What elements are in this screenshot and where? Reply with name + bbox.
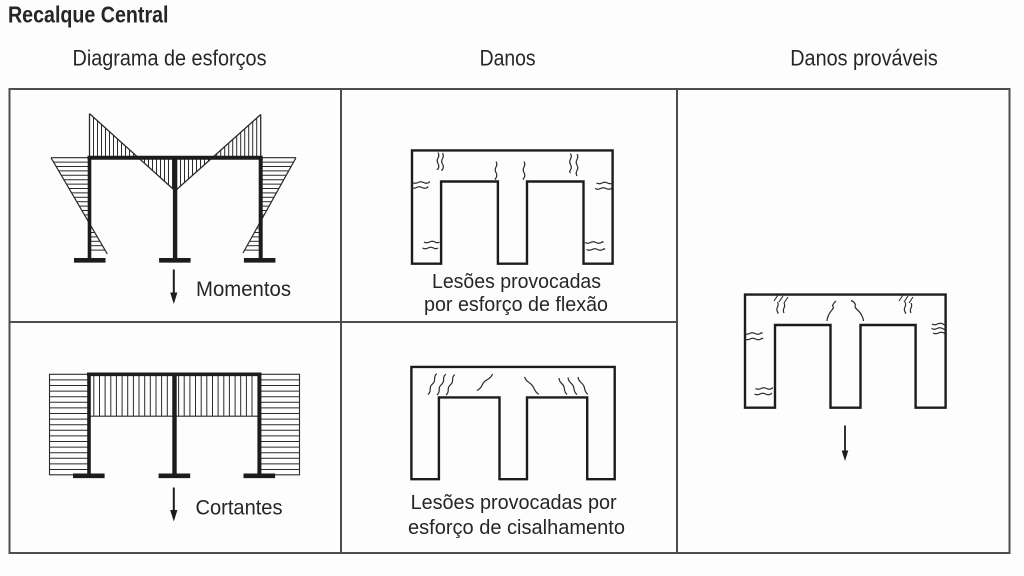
svg-text:por esforço de flexão: por esforço de flexão [424, 294, 608, 316]
svg-text:Momentos: Momentos [196, 278, 291, 301]
svg-text:Lesões provocadas: Lesões provocadas [432, 271, 601, 293]
svg-text:Diagrama de esforços: Diagrama de esforços [73, 46, 267, 71]
svg-text:Cortantes: Cortantes [196, 497, 283, 520]
svg-text:Recalque Central: Recalque Central [8, 2, 169, 28]
svg-text:Danos prováveis: Danos prováveis [790, 46, 938, 71]
svg-text:Lesões provocadas por: Lesões provocadas por [411, 492, 617, 514]
svg-text:esforço de cisalhamento: esforço de cisalhamento [408, 517, 625, 539]
svg-text:Danos: Danos [480, 46, 536, 71]
